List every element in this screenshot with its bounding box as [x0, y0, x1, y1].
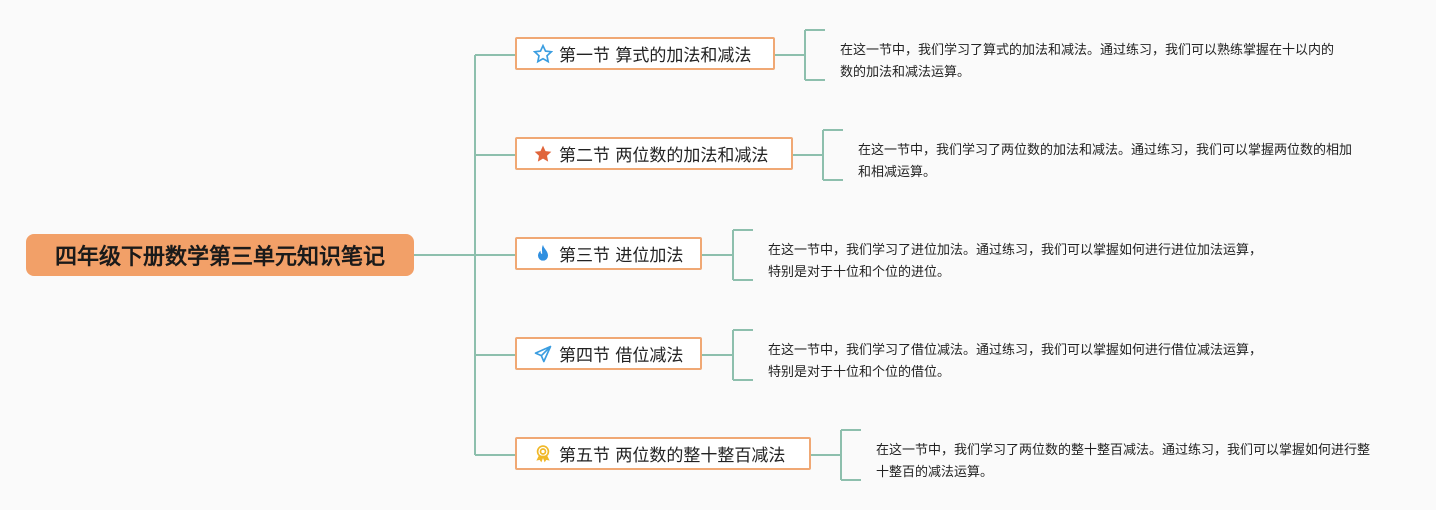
section-2-node[interactable]: 第二节 两位数的加法和减法	[515, 137, 793, 170]
section-3-note: 在这一节中，我们学习了进位加法。通过练习，我们可以掌握如何进行进位加法运算，特别…	[768, 243, 1263, 280]
section-label: 第三节 进位加法	[559, 246, 684, 266]
root-title: 四年级下册数学第三单元知识笔记	[54, 245, 385, 270]
star-outline-icon	[533, 43, 553, 64]
section-5-note: 在这一节中，我们学习了两位数的整十整百减法。通过练习，我们可以掌握如何进行整十整…	[876, 443, 1371, 480]
section-label: 第四节 借位减法	[559, 346, 684, 366]
award-icon	[533, 444, 553, 464]
section-1-node[interactable]: 第一节 算式的加法和减法	[515, 37, 775, 70]
section-label: 第一节 算式的加法和减法	[559, 46, 752, 66]
section-label: 第五节 两位数的整十整百减法	[559, 446, 786, 466]
paper-plane-icon	[533, 344, 553, 364]
section-4-note: 在这一节中，我们学习了借位减法。通过练习，我们可以掌握如何进行借位减法运算，特别…	[768, 343, 1263, 380]
flame-icon	[533, 244, 553, 264]
section-1-note: 在这一节中，我们学习了算式的加法和减法。通过练习，我们可以熟练掌握在十以内的数的…	[840, 43, 1335, 80]
section-5-node[interactable]: 第五节 两位数的整十整百减法	[515, 437, 811, 470]
section-4-node[interactable]: 第四节 借位减法	[515, 337, 702, 370]
section-2-note: 在这一节中，我们学习了两位数的加法和减法。通过练习，我们可以掌握两位数的相加和相…	[858, 143, 1353, 180]
section-3-node[interactable]: 第三节 进位加法	[515, 237, 702, 270]
star-filled-icon	[533, 144, 553, 164]
root-topic[interactable]: 四年级下册数学第三单元知识笔记	[26, 234, 414, 276]
section-label: 第二节 两位数的加法和减法	[559, 146, 769, 166]
